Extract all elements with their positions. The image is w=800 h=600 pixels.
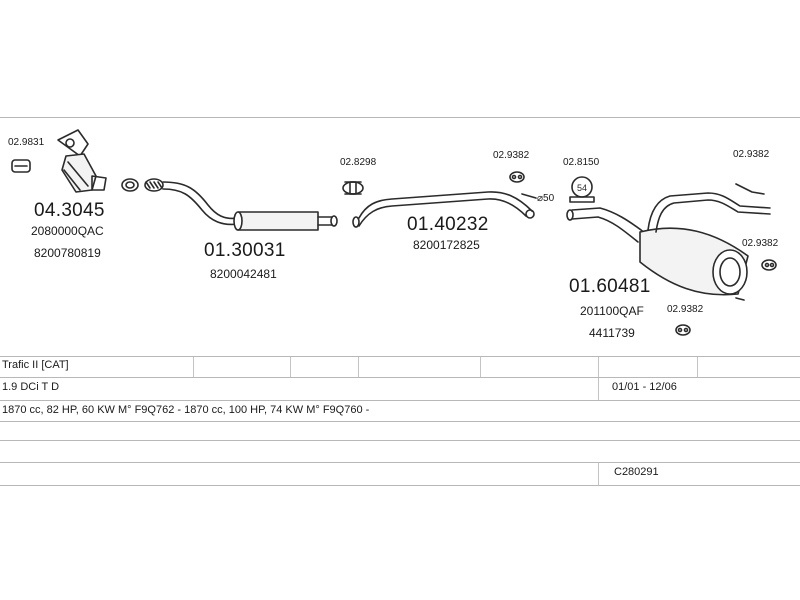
diameter-marker-icon <box>521 193 537 199</box>
cell-divider <box>697 357 698 377</box>
flange-icon <box>121 178 164 192</box>
front-pipe-code: 01.30031 <box>204 240 286 261</box>
kit-code: C280291 <box>614 466 659 478</box>
hanger-icon <box>509 171 525 183</box>
hanger-icon <box>761 259 777 271</box>
cell-divider <box>193 357 194 377</box>
middle-pipe-ref-1: 8200172825 <box>413 238 480 252</box>
front-pipe-icon <box>162 181 338 231</box>
hanger-a-code: 02.9382 <box>493 150 530 161</box>
front-pipe-ref-1: 8200042481 <box>210 267 277 281</box>
hanger-c-code: 02.9382 <box>742 238 779 249</box>
engine-specs: 1870 cc, 82 HP, 60 KW M° F9Q762 - 1870 c… <box>2 404 370 416</box>
cell-divider <box>598 378 599 400</box>
table-rule-6 <box>0 462 800 463</box>
table-rule-4 <box>0 421 800 422</box>
middle-pipe-code: 01.40232 <box>407 214 489 235</box>
table-rule-1 <box>0 356 800 357</box>
clamp-54-icon <box>569 176 595 203</box>
joint-code: 02.8298 <box>340 157 377 168</box>
engine-type: 1.9 DCi T D <box>2 381 60 393</box>
diameter-label: ⌀50 <box>537 193 555 204</box>
vehicle-model: Trafic II [CAT] <box>2 359 69 371</box>
joint-clamp-icon <box>342 181 364 195</box>
hanger-b-code: 02.9382 <box>733 149 770 160</box>
hanger-d-code: 02.9382 <box>667 304 704 315</box>
cell-divider <box>598 463 599 485</box>
cat-clamp-code: 02.9831 <box>8 137 45 148</box>
catalyst-icon <box>57 129 107 193</box>
clamp-54-code: 02.8150 <box>563 157 600 168</box>
table-rule-7 <box>0 485 800 486</box>
rear-muffler-icon <box>566 183 771 301</box>
catalyst-ref-2: 8200780819 <box>34 246 101 260</box>
catalyst-ref-1: 2080000QAC <box>31 224 104 238</box>
clamp-54-badge: 54 <box>577 183 587 193</box>
rear-muffler-ref-1: 201100QAF <box>580 304 644 318</box>
table-rule-2 <box>0 377 800 378</box>
catalyst-code: 04.3045 <box>34 200 105 221</box>
production-years: 01/01 - 12/06 <box>612 381 677 393</box>
cell-divider <box>480 357 481 377</box>
top-border <box>0 117 800 118</box>
exhaust-diagram: 54 <box>11 129 777 336</box>
cell-divider <box>598 357 599 377</box>
table-rule-5 <box>0 440 800 441</box>
table-rule-3 <box>0 400 800 401</box>
cell-divider <box>290 357 291 377</box>
hanger-icon <box>675 324 691 336</box>
cell-divider <box>358 357 359 377</box>
clamp-icon <box>11 159 31 173</box>
rear-muffler-code: 01.60481 <box>569 276 651 297</box>
middle-pipe-icon <box>352 191 535 228</box>
rear-muffler-ref-2: 4411739 <box>589 326 635 340</box>
